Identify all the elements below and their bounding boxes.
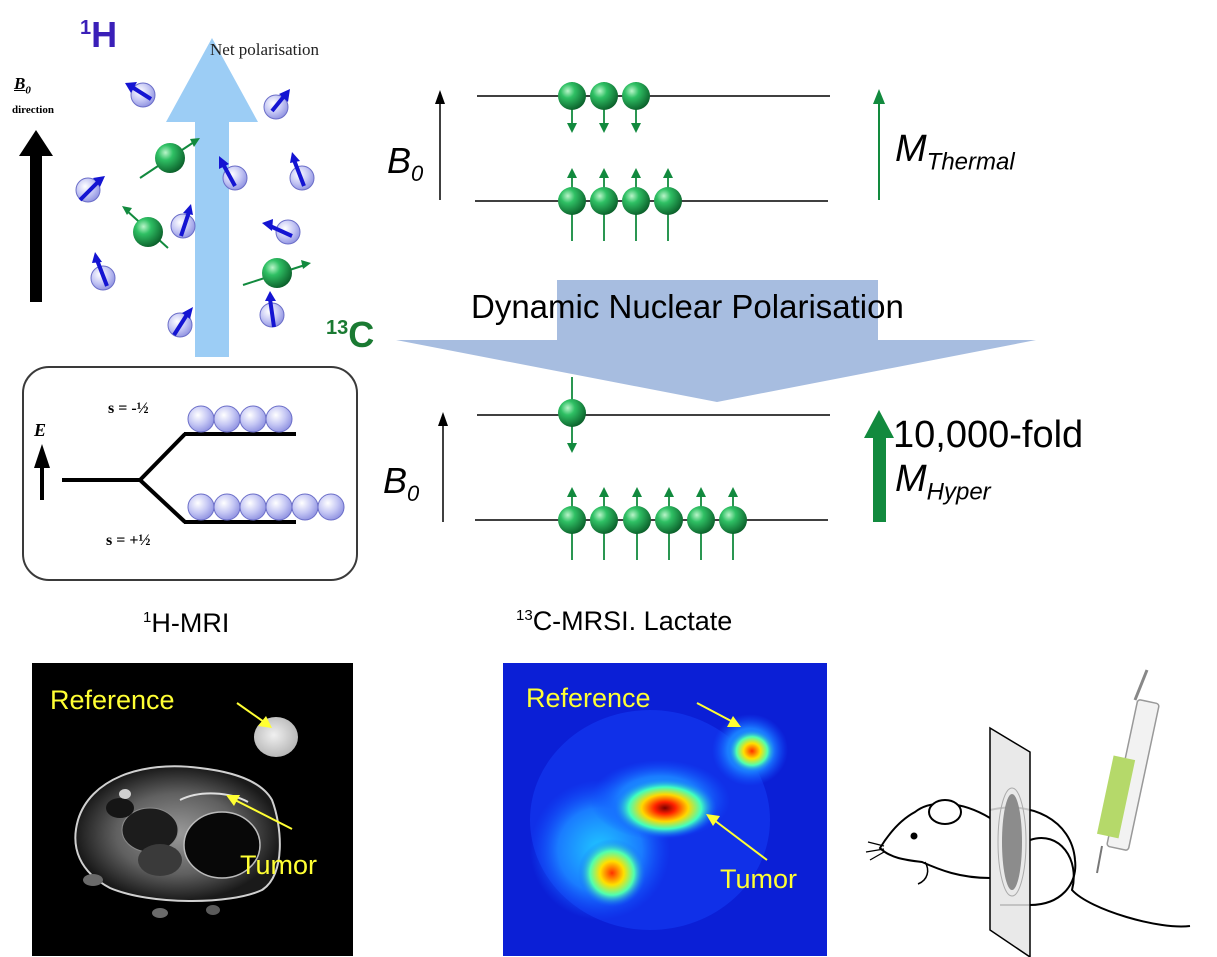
net-polarisation-arrow	[166, 38, 258, 357]
mrsi-reference-label: Reference	[526, 683, 651, 713]
net-polarisation-label: Net polarisation	[210, 40, 320, 59]
h1-label-base: H	[91, 14, 118, 55]
thermal-upper-spins	[558, 82, 650, 133]
m-hyper-letter: M	[895, 458, 927, 500]
mrsi-title-text: C-MRSI. Lactate	[532, 606, 733, 636]
c13-label: 13C	[326, 314, 374, 356]
dnp-arrow	[396, 280, 1036, 402]
mri-tumor-label: Tumor	[240, 850, 318, 880]
syringe-icon	[1096, 669, 1160, 874]
b0-label: B0	[14, 74, 31, 96]
m-thermal-letter: M	[895, 128, 927, 170]
mri-title-sup: 1	[143, 609, 152, 626]
b0-hyper-label: B0	[383, 460, 419, 507]
b0-thermal-sub: 0	[411, 161, 424, 187]
m-thermal-label: MThermal	[895, 128, 1015, 177]
m-hyper-label: MHyper	[895, 458, 991, 507]
mrsi-image	[503, 663, 827, 956]
b0-sub: 0	[25, 84, 31, 97]
b0-thermal-letter: B	[387, 140, 412, 181]
b0-letter: B	[14, 74, 26, 93]
thermal-levels	[435, 82, 885, 241]
h1-label-sup: 1	[80, 17, 92, 39]
lower-level-spins	[187, 493, 345, 521]
dnp-title: Dynamic Nuclear Polarisation	[471, 288, 904, 325]
m-hyper-sub: Hyper	[926, 478, 991, 506]
m-thermal-sub: Thermal	[926, 148, 1015, 176]
mri-title: 1H-MRI	[143, 608, 229, 639]
mri-reference-label: Reference	[50, 685, 175, 715]
mrsi-title-sup: 13	[516, 607, 533, 624]
c13-label-base: C	[348, 314, 375, 355]
c13-label-sup: 13	[326, 317, 349, 339]
hyper-levels	[438, 377, 894, 560]
thermal-lower-spins	[558, 168, 682, 241]
spin-plus-label: s = +½	[106, 532, 151, 549]
carbon-spins-cloud	[122, 138, 311, 288]
energy-level-box	[22, 366, 358, 581]
mouse-illustration	[865, 669, 1191, 957]
energy-axis-label: E	[34, 420, 47, 440]
mrsi-tumor-label: Tumor	[720, 864, 798, 894]
b0-direction-arrow	[19, 130, 53, 302]
hyper-lower-spins	[558, 487, 747, 560]
fold-label: 10,000-fold	[893, 414, 1084, 456]
b0-thermal-label: B0	[387, 140, 423, 187]
hyper-upper-spin	[558, 377, 586, 453]
spin-minus-label: s = -½	[108, 400, 149, 417]
proton-spins	[75, 82, 315, 338]
mri-title-text: H-MRI	[151, 608, 230, 638]
b0-hyper-letter: B	[383, 460, 408, 501]
upper-level-spins	[187, 405, 293, 433]
b0-direction-label: direction	[12, 104, 54, 116]
h1-label: 1H	[80, 14, 117, 56]
mrsi-title: 13C-MRSI. Lactate	[516, 606, 732, 637]
b0-hyper-sub: 0	[407, 481, 420, 507]
mri-image	[32, 663, 353, 956]
